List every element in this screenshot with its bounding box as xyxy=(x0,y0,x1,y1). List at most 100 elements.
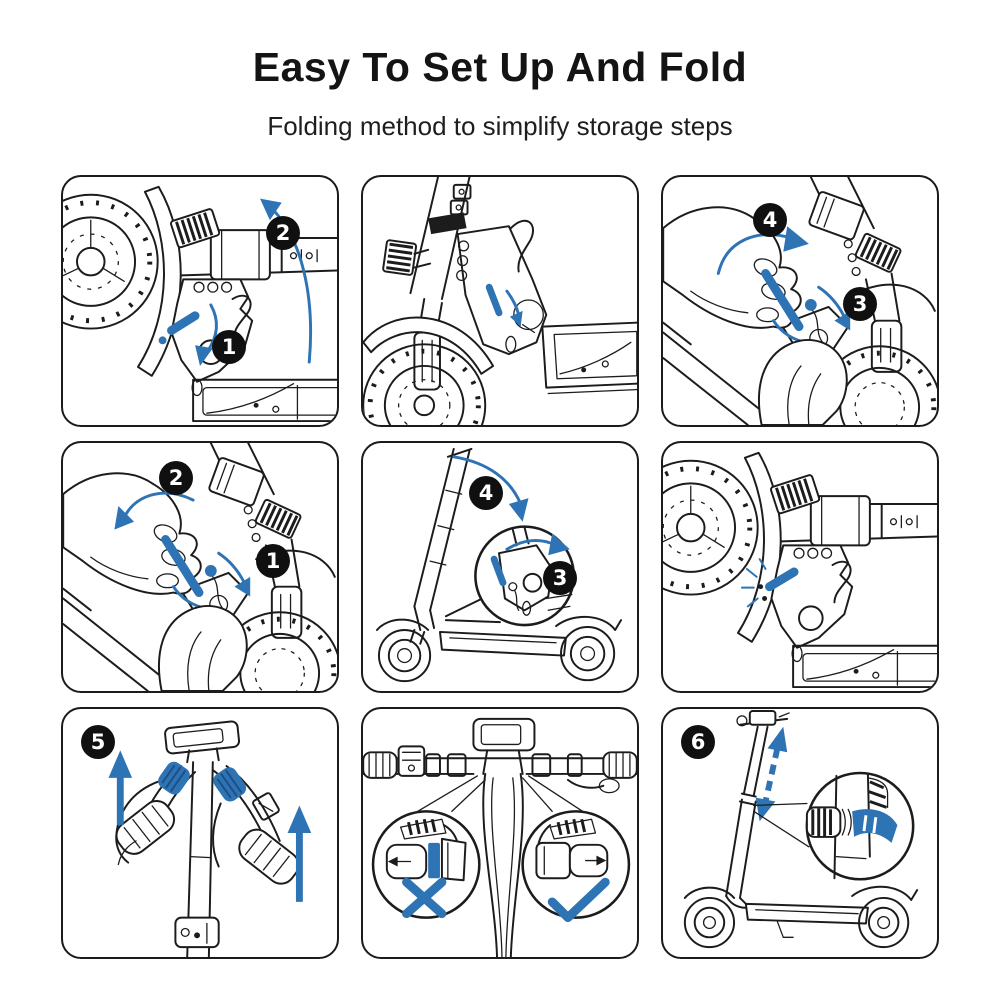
down-arrow-icon xyxy=(505,289,523,327)
front-wheel-icon xyxy=(663,459,759,596)
stem-cables xyxy=(482,772,524,957)
step-badge-1: 1 xyxy=(256,544,290,578)
fold-bracket xyxy=(456,219,548,356)
release-lever xyxy=(485,283,503,317)
down-arrow-icon xyxy=(817,285,851,331)
page-subtitle: Folding method to simplify storage steps xyxy=(267,111,733,141)
adjust-knob xyxy=(254,498,302,539)
release-lever xyxy=(161,535,204,598)
step-badge-5: 5 xyxy=(81,725,115,759)
adjust-knob xyxy=(170,208,221,249)
hands-lever-illustration xyxy=(663,177,937,425)
hands-lever-illustration xyxy=(63,443,337,691)
stem xyxy=(409,177,471,301)
folded-scooter-illustration xyxy=(63,185,337,423)
step-badge-1: 1 xyxy=(212,330,246,364)
step-badge-3: 3 xyxy=(843,287,877,321)
left-hinge-wrap xyxy=(158,761,190,795)
cross-icon xyxy=(402,877,447,919)
front-fender xyxy=(376,618,430,631)
upper-hand-illustration xyxy=(63,472,202,595)
rear-fender xyxy=(555,615,623,631)
header: Easy To Set Up And Fold Folding method t… xyxy=(0,0,1000,142)
step-panel-5: 4 3 xyxy=(361,441,639,693)
stem-fold-illustration xyxy=(376,447,623,683)
curved-arrow-icon xyxy=(716,226,809,275)
steps-grid: 2 1 xyxy=(61,175,939,959)
curved-arrow-icon xyxy=(452,455,529,522)
magnifier-detail xyxy=(490,526,573,616)
front-fork xyxy=(864,272,903,373)
lower-hand-illustration xyxy=(158,605,248,691)
rear-wheel-icon xyxy=(858,896,910,949)
front-wheel-icon xyxy=(377,629,432,683)
step-badge-6: 6 xyxy=(681,725,715,759)
step-badge-2: 2 xyxy=(266,216,300,250)
stem-collar xyxy=(428,212,467,235)
stem-collar xyxy=(808,191,865,241)
step-panel-2 xyxy=(361,175,639,427)
rear-fender xyxy=(851,885,919,901)
up-arrow-icon xyxy=(287,805,312,902)
height-adjust-illustration xyxy=(683,709,919,949)
down-arrow-icon xyxy=(217,551,251,597)
adjust-knob xyxy=(854,232,902,273)
throttle-lever xyxy=(566,778,620,794)
step-panel-1: 2 1 xyxy=(61,175,339,427)
deck xyxy=(792,644,937,689)
step-badge-2: 2 xyxy=(159,461,193,495)
front-wheel-icon xyxy=(683,896,736,949)
clamp-detail xyxy=(805,772,898,880)
step-panel-7: 5 xyxy=(61,707,339,959)
step-badge-4: 4 xyxy=(469,476,503,510)
deck xyxy=(541,321,637,395)
upper-hand-illustration xyxy=(663,206,802,329)
handlebar xyxy=(736,709,790,727)
right-grip xyxy=(602,751,637,779)
left-handlebar xyxy=(115,765,197,866)
right-hinge-wrap xyxy=(213,767,247,802)
stem xyxy=(178,229,337,281)
release-lever xyxy=(158,311,200,345)
fender xyxy=(137,185,182,377)
latch-click-illustration xyxy=(663,451,937,689)
step-badge-3: 3 xyxy=(543,561,577,595)
adjust-knob xyxy=(382,239,418,276)
display-unit xyxy=(472,717,536,752)
fold-hook-illustration xyxy=(363,177,637,425)
up-arrow-icon xyxy=(108,750,133,826)
curved-arrow-icon xyxy=(114,491,195,530)
wrong-detail xyxy=(385,818,467,919)
stem xyxy=(725,725,769,899)
step-panel-4: 2 1 xyxy=(61,441,339,693)
down-arrow-icon xyxy=(195,303,218,366)
front-wheel-icon xyxy=(63,193,159,330)
step-panel-3: 4 3 xyxy=(661,175,939,427)
deck xyxy=(744,902,869,925)
step-panel-8 xyxy=(361,707,639,959)
adjust-knob xyxy=(770,474,821,515)
correct-detail xyxy=(535,818,610,923)
check-icon xyxy=(547,877,610,923)
step-panel-6 xyxy=(661,441,939,693)
stem xyxy=(778,495,937,547)
double-dashed-arrow-icon xyxy=(755,726,788,822)
fender xyxy=(363,316,495,375)
release-lever xyxy=(761,269,804,332)
handlebar-unfold-illustration xyxy=(108,720,312,957)
stem-clamp xyxy=(174,916,220,949)
step-badge-4: 4 xyxy=(753,203,787,237)
front-wheel-icon xyxy=(363,343,487,425)
locked-lever xyxy=(740,558,799,608)
lower-hand-illustration xyxy=(758,339,848,425)
left-grip xyxy=(363,751,398,779)
display-unit xyxy=(164,720,241,755)
fold-bracket xyxy=(770,544,854,663)
handlebar-lock-illustration xyxy=(363,717,637,957)
page-title: Easy To Set Up And Fold xyxy=(252,44,748,90)
brake-unit xyxy=(397,745,426,777)
deck xyxy=(192,378,337,423)
deck xyxy=(438,630,567,657)
front-fender xyxy=(683,886,736,899)
